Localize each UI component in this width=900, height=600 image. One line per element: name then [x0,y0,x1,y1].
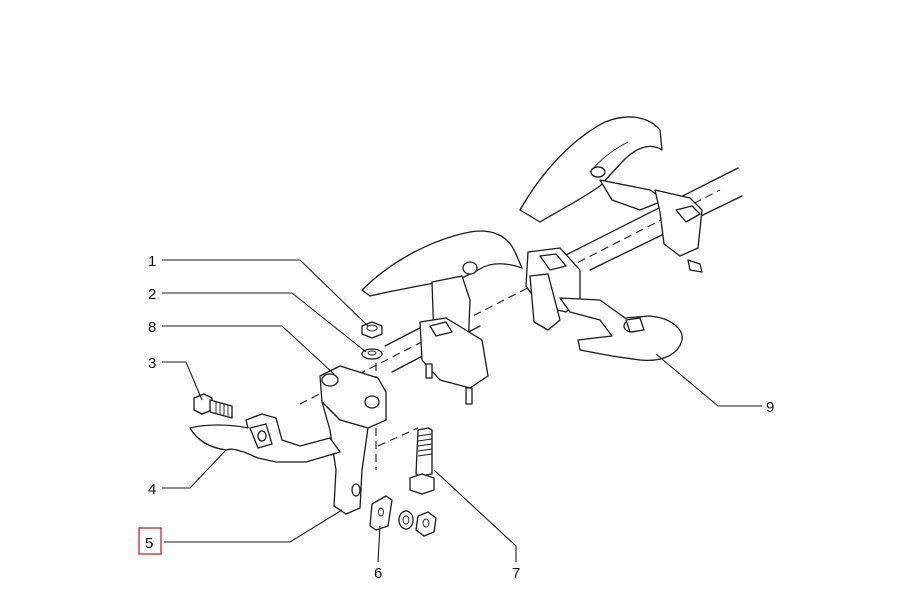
blade-far-right [519,116,703,273]
leader-4 [162,449,227,489]
blade-9 [525,247,683,362]
bolt-3 [193,393,233,419]
callout-5: 5 [145,535,153,552]
washer-small [398,510,414,530]
blade-4 [189,413,341,463]
shaft-centerline [299,189,721,405]
callout-5-highlight-box [138,527,162,555]
leader-7 [433,469,517,562]
callout-7: 7 [512,565,520,582]
leader-8 [162,325,335,375]
leader-6 [377,525,381,563]
leader-1 [162,259,369,327]
leader-3 [162,361,203,401]
blade-middle [361,230,523,405]
washer-2 [361,348,383,360]
bolt-7 [409,427,435,495]
leader-9 [655,353,762,407]
assembly-dashline-bolt [377,427,419,447]
callout-3: 3 [148,355,156,372]
callout-1: 1 [148,253,156,270]
nut-1 [361,321,383,339]
leader-2 [162,292,367,353]
callout-2: 2 [148,286,156,303]
callout-9: 9 [766,399,774,416]
leader-5 [164,509,343,543]
plate-6 [369,495,393,531]
callout-4: 4 [148,481,156,498]
callout-6: 6 [374,565,382,582]
nut-small [415,511,437,537]
callout-8: 8 [148,319,156,336]
